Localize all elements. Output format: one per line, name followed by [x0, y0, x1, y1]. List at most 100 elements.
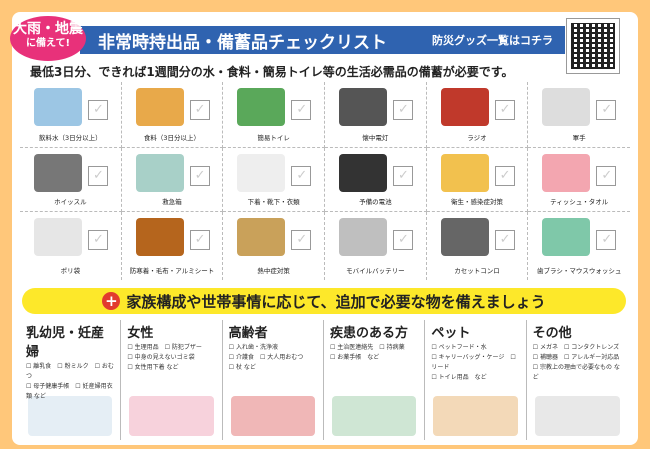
item-checkbox[interactable] — [189, 100, 210, 120]
section-2: 高齢者☐ 入れ歯・洗浄液☐ 介護食 ☐ 大人用おむつ☐ 杖 など — [223, 320, 324, 440]
checklist-item: ティッシュ・タオル — [528, 148, 630, 212]
qr-code-icon — [571, 23, 615, 69]
checklist-item: 下着・靴下・衣類 — [223, 148, 325, 212]
section-checklist-line[interactable]: ☐ 補聴器 ☐ アレルギー対応品 — [532, 354, 620, 361]
checklist-item: 衛生・感染症対策 — [426, 148, 529, 212]
badge-line2: に備えて! — [25, 38, 71, 49]
section-title: ペット — [431, 326, 471, 341]
item-checkbox[interactable] — [291, 230, 312, 250]
item-checkbox[interactable] — [596, 100, 617, 120]
item-label: ホイッスル — [54, 198, 87, 206]
item-label: カセットコンロ — [454, 267, 500, 275]
item-checkbox[interactable] — [291, 100, 312, 120]
additional-sections: 乳幼児・妊産婦 ☐ 離乳食 ☐ 粉ミルク ☐ おむつ ☐ 母子健康手帳 ☐ 妊産婦用… — [20, 320, 628, 440]
section-illustration — [129, 396, 214, 436]
item-checkbox[interactable] — [189, 230, 210, 250]
checklist-item: モバイルバッテリー — [325, 212, 427, 280]
plus-icon: + — [102, 292, 121, 310]
section-title: 疾患のある方 — [330, 326, 409, 341]
checklist-item: 防寒着・毛布・アルミシート — [122, 212, 224, 280]
item-label: 飲料水（3日分以上） — [39, 134, 102, 142]
section-title: 乳幼児・妊産婦 — [26, 326, 105, 360]
item-checkbox[interactable] — [189, 166, 210, 186]
section-checklist-line[interactable]: ☐ トイレ用品 など — [431, 374, 487, 381]
item-illustration — [440, 154, 489, 192]
section-3: 疾患のある方 ☐ 主治医連絡先 ☐ 持病薬 ☐ お薬手帳 など — [324, 320, 426, 440]
item-label: モバイルバッテリー — [346, 267, 405, 275]
item-checkbox[interactable] — [596, 230, 617, 250]
item-illustration — [34, 218, 82, 256]
section-checklist-line[interactable]: ☐ キャリーバッグ・ケージ ☐ リード — [431, 354, 516, 371]
checklist-item: 食料（3日分以上） — [121, 82, 224, 148]
checklist-card — [12, 12, 638, 445]
item-label: 救急箱 — [162, 198, 182, 206]
item-checkbox[interactable] — [291, 166, 312, 186]
section-checklist-line[interactable]: ☐ メガネ ☐ コンタクトレンズ — [532, 344, 620, 351]
section-checklist-line[interactable]: ☐ 主治医連絡先 ☐ 持病薬 — [330, 344, 405, 351]
item-illustration — [542, 88, 591, 126]
item-checkbox[interactable] — [494, 230, 515, 250]
item-illustration — [338, 154, 387, 192]
section-illustration — [332, 396, 417, 436]
item-checkbox[interactable] — [392, 230, 413, 250]
item-illustration — [237, 88, 286, 126]
section-title: 女性 — [127, 326, 154, 341]
item-checkbox[interactable] — [88, 230, 108, 250]
item-label: ティッシュ・タオル — [550, 198, 609, 206]
section-4: ペット ☐ ペットフード・水 ☐ キャリーバッグ・ケージ ☐ リード ☐ トイレ用品 … — [425, 320, 527, 440]
subtitle: 最低3日分、できれば1週間分の水・食料・簡易トイレ等の生活必需品の備蓄が必要です… — [30, 65, 514, 79]
item-label: 軍手 — [572, 134, 586, 142]
section-illustration — [433, 396, 518, 436]
section-checklist-line[interactable]: ☐ 宗教上の理由で必要なもの など — [532, 364, 620, 381]
item-grid: 飲料水（3日分以上） 食料（3日分以上） 簡易トイレ 懐中電灯 ラジオ 軍手 ホ… — [20, 82, 630, 280]
section-checklist-line[interactable]: ☐ 入れ歯・洗浄液 — [228, 344, 278, 351]
section-checklist-line[interactable]: ☐ 杖 など — [228, 364, 256, 371]
checklist-item: ポリ袋 — [20, 212, 122, 280]
section-illustration — [534, 396, 620, 436]
item-label: 熱中症対策 — [257, 267, 290, 275]
qr-code[interactable] — [566, 18, 620, 74]
item-illustration — [542, 154, 591, 192]
item-illustration — [338, 88, 387, 126]
section-checklist-line[interactable]: ☐ 生理用品 ☐ 防犯ブザー — [127, 344, 202, 351]
item-illustration — [440, 218, 489, 256]
item-illustration — [135, 154, 184, 192]
section-checklist-line[interactable]: ☐ 離乳食 ☐ 粉ミルク ☐ おむつ — [26, 363, 114, 380]
section-1: 女性 ☐ 生理用品 ☐ 防犯ブザー ☐ 中身の見えないゴミ袋 ☐ 女性用下着 など — [121, 320, 223, 440]
item-illustration — [34, 88, 82, 126]
section-0: 乳幼児・妊産婦 ☐ 離乳食 ☐ 粉ミルク ☐ おむつ ☐ 母子健康手帳 ☐ 妊産婦用… — [20, 320, 122, 440]
page-title: 非常時持出品・備蓄品チェックリスト — [98, 32, 387, 53]
section-checklist-line[interactable]: ☐ 女性用下着 など — [127, 364, 179, 371]
checklist-item: 歯ブラシ・マウスウォッシュ — [528, 212, 630, 280]
section-checklist-line[interactable]: ☐ ペットフード・水 — [431, 344, 487, 351]
item-checkbox[interactable] — [494, 166, 515, 186]
section-checklist-line[interactable]: ☐ お薬手帳 など — [330, 354, 380, 361]
item-checkbox[interactable] — [494, 100, 515, 120]
qr-link-text[interactable]: 防災グッズ一覧はコチラ — [432, 34, 553, 47]
section-checklist-line[interactable]: ☐ 母子健康手帳 ☐ 妊産婦用衣類 など — [26, 383, 113, 400]
item-checkbox[interactable] — [596, 166, 617, 186]
checklist-item: カセットコンロ — [427, 212, 529, 280]
item-illustration — [338, 218, 387, 256]
badge-line1: 大雨・地震 — [13, 21, 83, 37]
item-illustration — [34, 154, 82, 192]
checklist-item: 簡易トイレ — [223, 82, 325, 148]
checklist-item: 救急箱 — [121, 148, 224, 212]
section-checklist-line[interactable]: ☐ 介護食 ☐ 大人用おむつ — [228, 354, 304, 361]
item-illustration — [237, 154, 286, 192]
item-checkbox[interactable] — [392, 166, 413, 186]
item-checkbox[interactable] — [88, 166, 108, 186]
item-label: 簡易トイレ — [257, 134, 290, 142]
checklist-item: ラジオ — [426, 82, 529, 148]
item-label: 歯ブラシ・マウスウォッシュ — [536, 267, 622, 275]
checklist-item: 飲料水（3日分以上） — [20, 82, 122, 148]
section-5: その他☐ メガネ ☐ コンタクトレンズ☐ 補聴器 ☐ アレルギー対応品☐ 宗教上… — [527, 320, 628, 440]
item-illustration — [135, 88, 184, 126]
item-label: ポリ袋 — [60, 267, 81, 275]
item-checkbox[interactable] — [392, 100, 413, 120]
item-label: 下着・靴下・衣類 — [247, 198, 300, 206]
header-bar: 非常時持出品・備蓄品チェックリスト 防災グッズ一覧はコチラ — [80, 26, 565, 54]
item-checkbox[interactable] — [88, 100, 108, 120]
section-checklist-line[interactable]: ☐ 中身の見えないゴミ袋 — [127, 354, 195, 361]
banner-text: 家族構成や世帯事情に応じて、追加で必要な物を備えましょう — [126, 292, 546, 311]
